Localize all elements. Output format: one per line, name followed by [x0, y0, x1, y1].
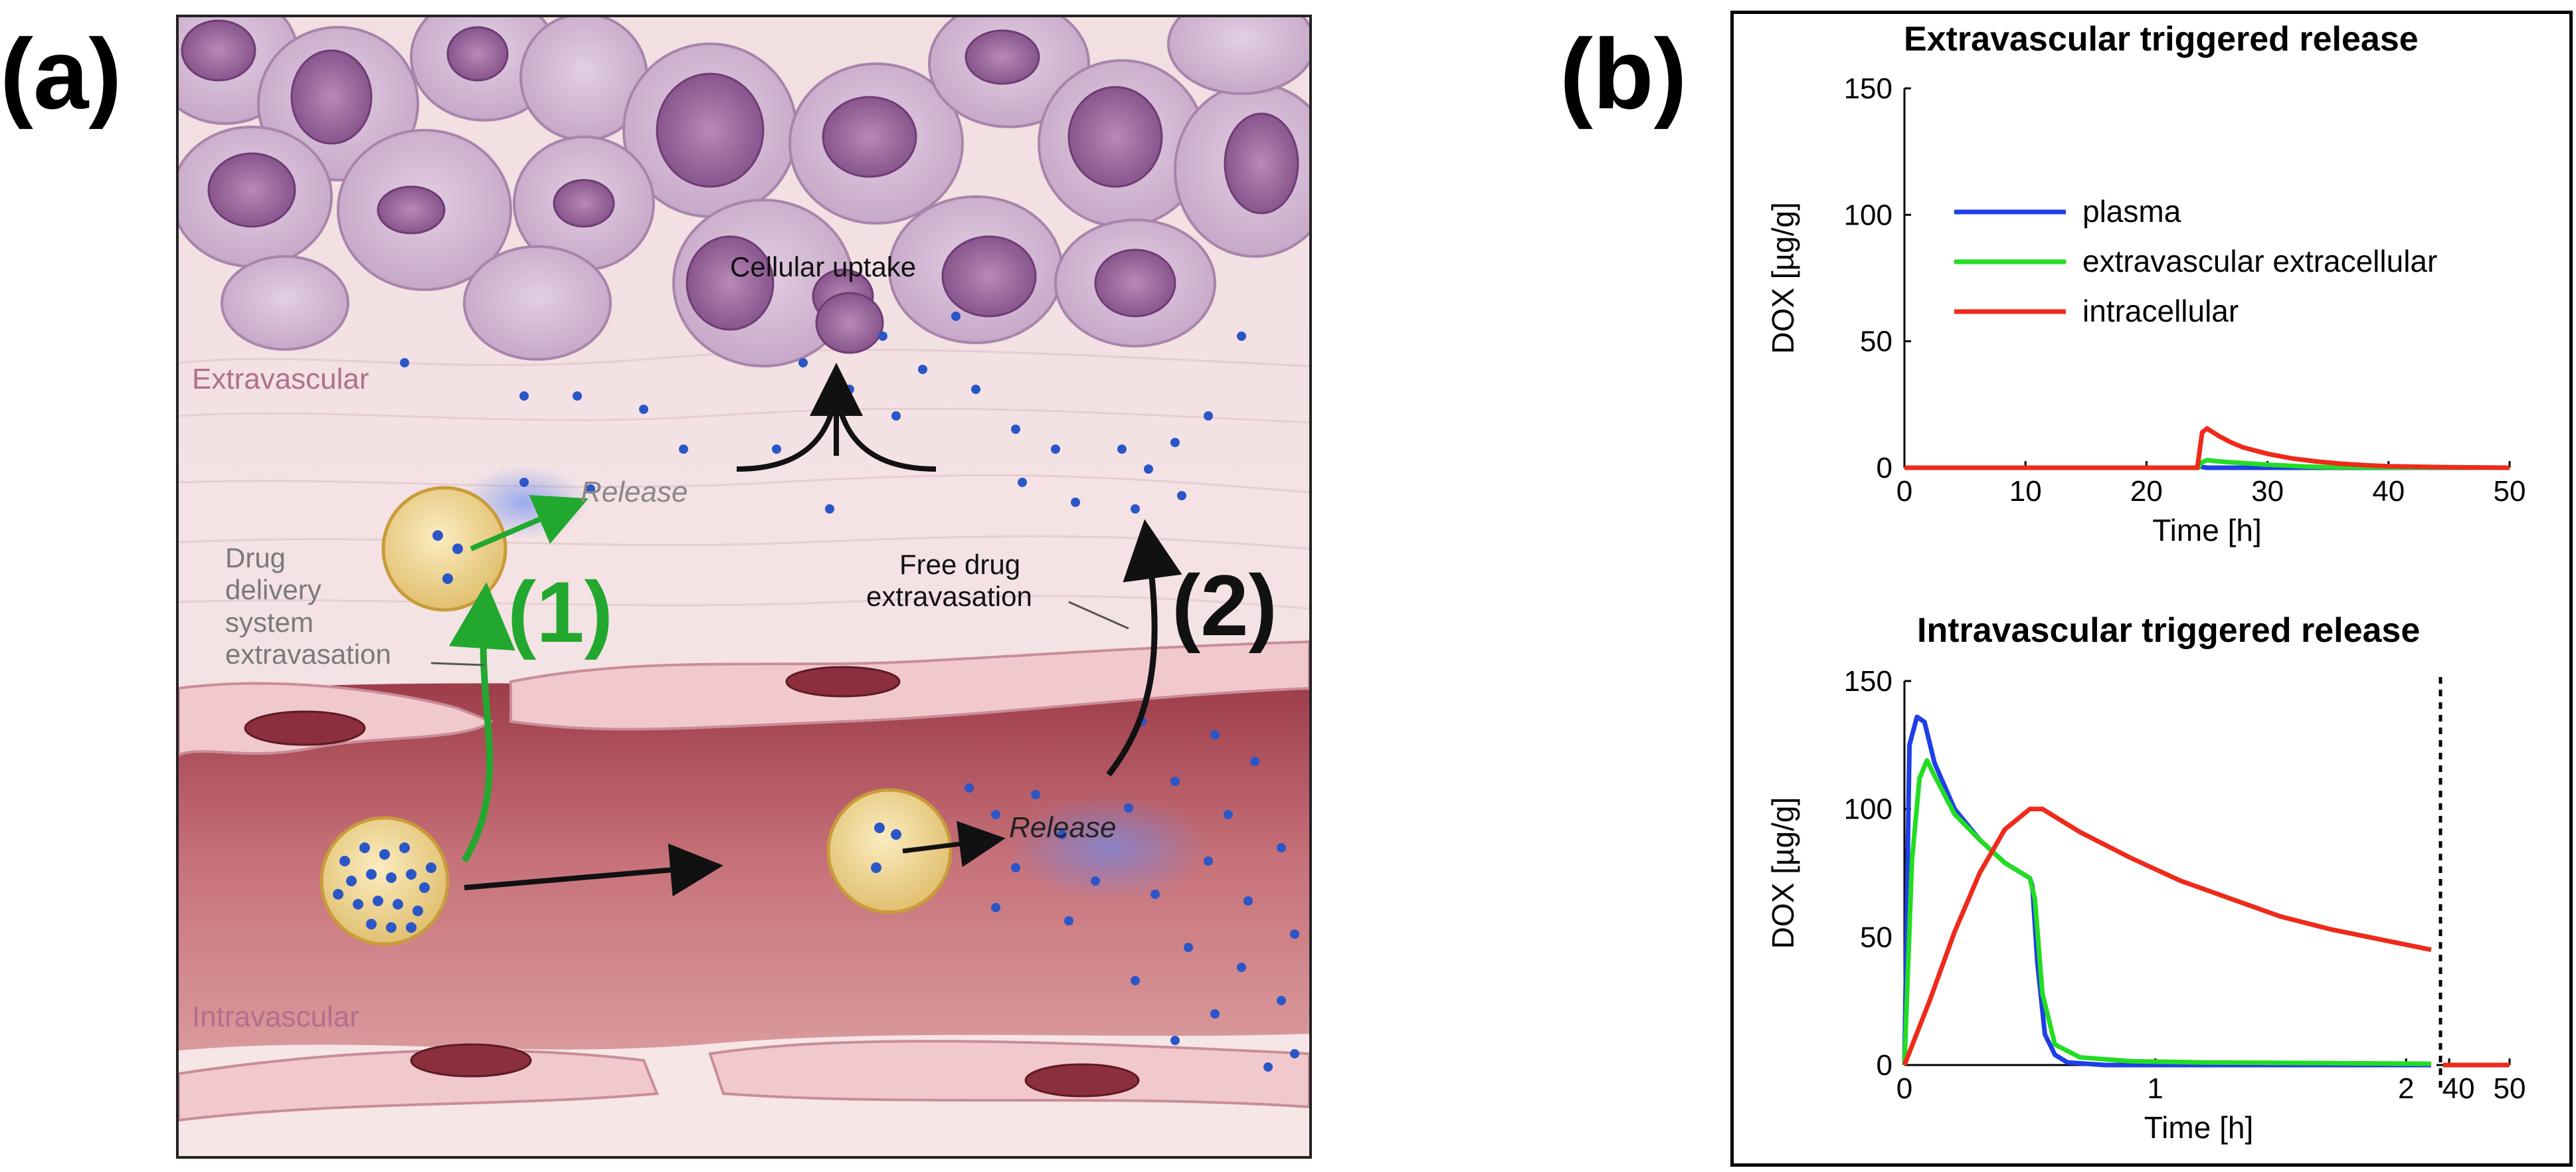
- series-line-intracellular: [1902, 807, 2432, 1066]
- y-tick-label: 150: [1844, 665, 1892, 698]
- x-tick-label: 40: [2372, 475, 2405, 508]
- label-dds-line: Drug: [225, 542, 286, 573]
- endothelial-cell: [708, 1040, 1309, 1109]
- y-axis-label: DOX [µg/g]: [1766, 202, 1800, 353]
- cell-nuclei: [181, 19, 1299, 354]
- endothelial-cell: [509, 640, 1309, 731]
- x-tick-label: 50: [2494, 475, 2526, 508]
- release-arrow-extravascular: [470, 494, 589, 551]
- x-tick-label: 40: [2442, 1072, 2475, 1105]
- x-tick-label: 2: [2398, 1072, 2414, 1105]
- y-tick-label: 0: [1877, 1049, 1892, 1082]
- legend-label: intracellular: [2082, 294, 2239, 328]
- series-line-intracellular: [1904, 426, 2510, 470]
- encapsulated-drug: [333, 530, 901, 933]
- label-free-drug-line: extravasation: [866, 581, 1032, 613]
- panel-label-a: (a): [0, 18, 122, 130]
- label-release-intravascular: Release: [1009, 811, 1117, 844]
- panel-label-b: (b): [1560, 18, 1687, 130]
- y-tick-label: 50: [1860, 326, 1892, 358]
- step2-arrow: [1106, 519, 1182, 777]
- y-tick-label: 50: [1860, 921, 1892, 953]
- x-tick-label: 1: [2147, 1072, 2163, 1105]
- label-free-drug-line: Free drug: [899, 549, 1021, 580]
- step1-arrow: [448, 582, 515, 863]
- x-tick-label: 30: [2251, 475, 2284, 508]
- x-tick-label: 0: [1896, 475, 1912, 508]
- label-dds-line: delivery: [225, 574, 322, 606]
- drug-delivery-illustration: Extravascular Intravascular Cellular upt…: [176, 15, 1312, 1159]
- step-2-label: (2): [1172, 557, 1277, 654]
- endothelial-cell: [179, 1049, 659, 1122]
- legend-label: extravascular extracellular: [2082, 244, 2437, 278]
- x-axis-label: Time [h]: [2144, 1110, 2253, 1145]
- chart-title-intravascular: Intravascular triggered release: [1917, 611, 2421, 650]
- chart-title-extravascular: Extravascular triggered release: [1904, 20, 2419, 58]
- x-tick-label: 50: [2494, 1072, 2526, 1105]
- series-line-extravascular-extracellular: [1902, 757, 2432, 1066]
- connective-tissue-fibers: [179, 349, 1309, 610]
- legend-label: plasma: [2082, 194, 2181, 229]
- vessel-lumen: [179, 674, 1309, 1050]
- step-1-label: (1): [507, 563, 613, 660]
- y-tick-label: 0: [1877, 452, 1892, 484]
- label-free-drug-extravasation: Free drug extravasation: [866, 549, 1032, 613]
- series-line-plasma: [1902, 714, 2431, 1068]
- y-tick-label: 100: [1844, 793, 1892, 826]
- y-tick-label: 150: [1844, 72, 1892, 105]
- label-cellular-uptake: Cellular uptake: [730, 251, 917, 282]
- y-axis-label: DOX [µg/g]: [1766, 797, 1800, 949]
- x-axis-label: Time [h]: [2152, 513, 2261, 547]
- y-tick-label: 100: [1844, 199, 1892, 231]
- label-extravascular: Extravascular: [192, 363, 369, 395]
- label-dds-line: system: [225, 606, 314, 638]
- label-release-extravascular: Release: [581, 476, 688, 508]
- x-tick-label: 20: [2130, 475, 2163, 508]
- illustration-artwork: [179, 17, 1309, 1156]
- transport-arrow: [464, 843, 723, 897]
- x-tick-label: 0: [1896, 1072, 1912, 1105]
- label-dds-extravasation: Drug delivery system extravasation: [225, 542, 391, 670]
- release-arrow-intravascular: [902, 821, 1006, 868]
- x-tick-label: 10: [2009, 475, 2042, 508]
- label-dds-line: extravasation: [225, 638, 391, 670]
- label-intravascular: Intravascular: [192, 1001, 359, 1033]
